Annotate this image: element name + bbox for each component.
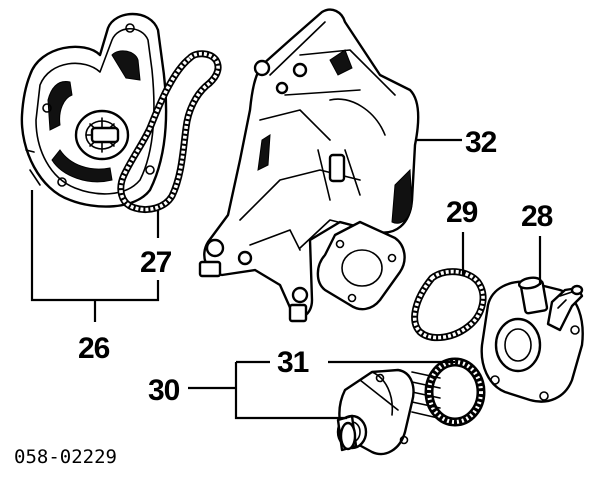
callout-30: 30	[148, 374, 180, 407]
callout-labels: 26 27 28 29 30 31 32	[78, 126, 554, 407]
callout-31: 31	[277, 346, 309, 379]
seal-ring-part-31	[424, 357, 486, 427]
water-pump-part-26	[20, 12, 168, 208]
thermostat-part-30	[336, 368, 441, 456]
callout-26: 26	[78, 332, 110, 365]
callout-32: 32	[465, 126, 497, 159]
leader-30	[188, 360, 347, 420]
housing-outlet-flange	[316, 220, 406, 311]
drawing-code: 058-02229	[14, 446, 117, 468]
leader-26	[30, 190, 160, 322]
housing-bracket-part-32	[198, 8, 420, 323]
thermostat-cover-part-28	[480, 276, 584, 403]
callout-27: 27	[140, 246, 172, 279]
leader-lines	[30, 138, 542, 420]
callout-28: 28	[521, 200, 553, 233]
pump-gasket-part-27	[117, 50, 222, 213]
callout-29: 29	[446, 196, 478, 229]
thermostat-gasket-part-29	[411, 268, 487, 342]
